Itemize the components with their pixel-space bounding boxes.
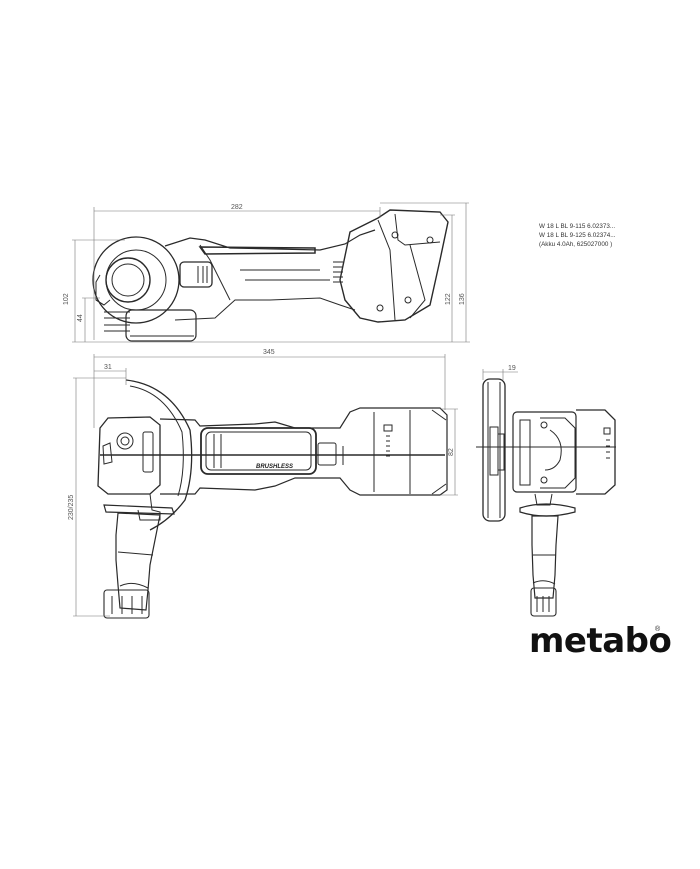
top-view-grinder [97, 379, 448, 619]
dim-102: 102 [63, 293, 70, 305]
front-view-grinder [476, 378, 616, 617]
spec-line-2: W 18 L BL 9-125 6.02374... [539, 232, 616, 239]
registered-mark: ® [655, 626, 661, 633]
model-spec-block: W 18 L BL 9-115 6.02373... W 18 L BL 9-1… [539, 222, 616, 249]
dim-44: 44 [77, 314, 84, 322]
spec-line-3: (Akku 4.0Ah, 625027000 ) [539, 241, 613, 248]
dim-282: 282 [231, 204, 243, 211]
side-view-grinder [92, 209, 449, 342]
metabo-logo: metabo [529, 621, 672, 661]
dimension-labels: 282 102 44 122 136 345 31 230/235 82 19 … [63, 204, 516, 520]
dim-82: 82 [448, 448, 455, 456]
dim-136: 136 [459, 293, 466, 305]
spec-line-1: W 18 L BL 9-115 6.02373... [539, 223, 616, 230]
dim-345: 345 [263, 349, 275, 356]
dim-19: 19 [508, 365, 516, 372]
dim-122: 122 [445, 293, 452, 305]
dimension-lines [72, 202, 518, 617]
dim-31: 31 [104, 364, 112, 371]
brushless-label: BRUSHLESS [256, 464, 293, 470]
dim-230-235: 230/235 [68, 495, 75, 520]
